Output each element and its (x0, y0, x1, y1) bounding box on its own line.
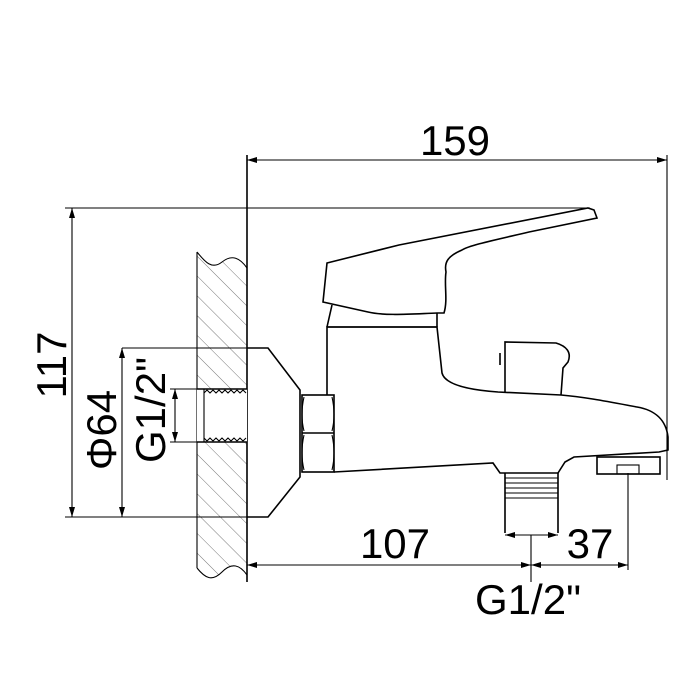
outlet-thread (504, 473, 559, 533)
dimension-label-phi64: Φ64 (78, 390, 125, 470)
dimension-label-107: 107 (360, 520, 430, 567)
dimension-overall-length: 159 (247, 117, 668, 480)
dimension-label-117: 117 (28, 332, 75, 399)
inlet-pipe (197, 388, 247, 443)
dimension-bottom: 107 37 G1/2" (247, 473, 629, 623)
diverter-knob (499, 341, 571, 396)
dimension-label-37: 37 (567, 520, 614, 567)
spout-aerator (596, 456, 661, 475)
wall-flange (247, 347, 301, 518)
dimension-overall-height: 117 (28, 207, 590, 518)
cartridge-collar (326, 304, 438, 328)
dimension-label-159: 159 (420, 117, 490, 164)
lever-handle (322, 207, 599, 316)
dimension-flange-diameter: Φ64 (78, 347, 268, 517)
dimension-inlet-thread: G1/2" (127, 357, 197, 463)
hex-nut (301, 394, 335, 473)
dimension-label-inlet-g12: G1/2" (127, 357, 174, 463)
faucet-body (326, 326, 669, 474)
dimension-label-outlet-g12: G1/2" (475, 576, 581, 623)
